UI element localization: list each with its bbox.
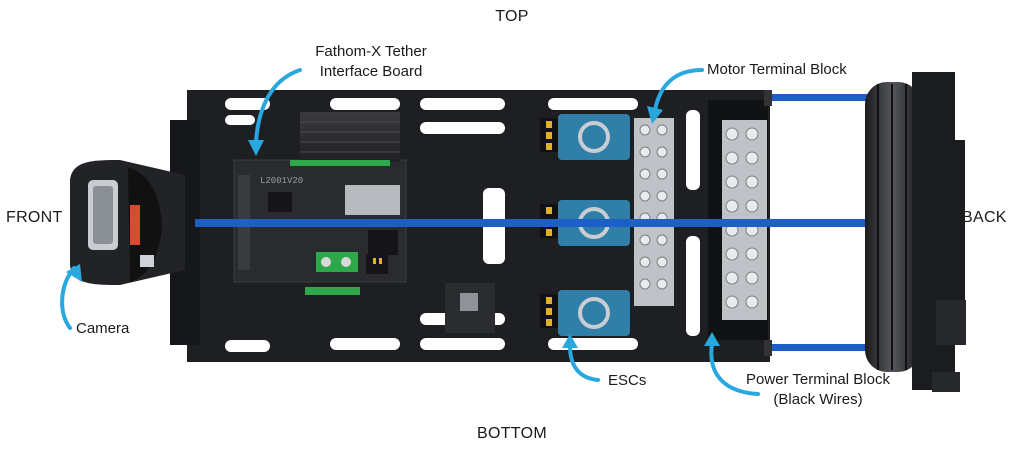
board-id-text: L2001V20 (260, 176, 303, 186)
label-top: TOP (495, 8, 529, 25)
callout-camera: Camera (76, 320, 130, 337)
motor-terminal-block (634, 118, 674, 306)
arrow-escs (568, 344, 600, 382)
standoff-rods (195, 90, 870, 356)
arrow-motor-terminal (653, 68, 704, 112)
callout-tether-board-line1: Fathom-X Tether (315, 43, 427, 60)
callout-escs: ESCs (608, 372, 647, 389)
camera-assembly (70, 160, 185, 285)
callout-motor-terminal-block: Motor Terminal Block (707, 61, 847, 78)
arrow-heads (66, 106, 720, 348)
callout-power-terminal-line2: (Black Wires) (773, 391, 863, 408)
end-cap (865, 72, 966, 392)
arrow-tether-board (254, 68, 302, 144)
arrow-power-terminal (709, 342, 760, 396)
esc-bottom (540, 290, 630, 336)
label-bottom: BOTTOM (477, 425, 547, 442)
callout-tether-board-line2: Interface Board (319, 63, 423, 80)
sensor-board (445, 283, 495, 333)
callout-power-terminal-line1: Power Terminal Block (746, 371, 890, 388)
esc-top (540, 114, 630, 160)
arrow-camera (60, 266, 76, 330)
label-front: FRONT (6, 209, 63, 226)
label-back: BACK (962, 209, 1007, 226)
